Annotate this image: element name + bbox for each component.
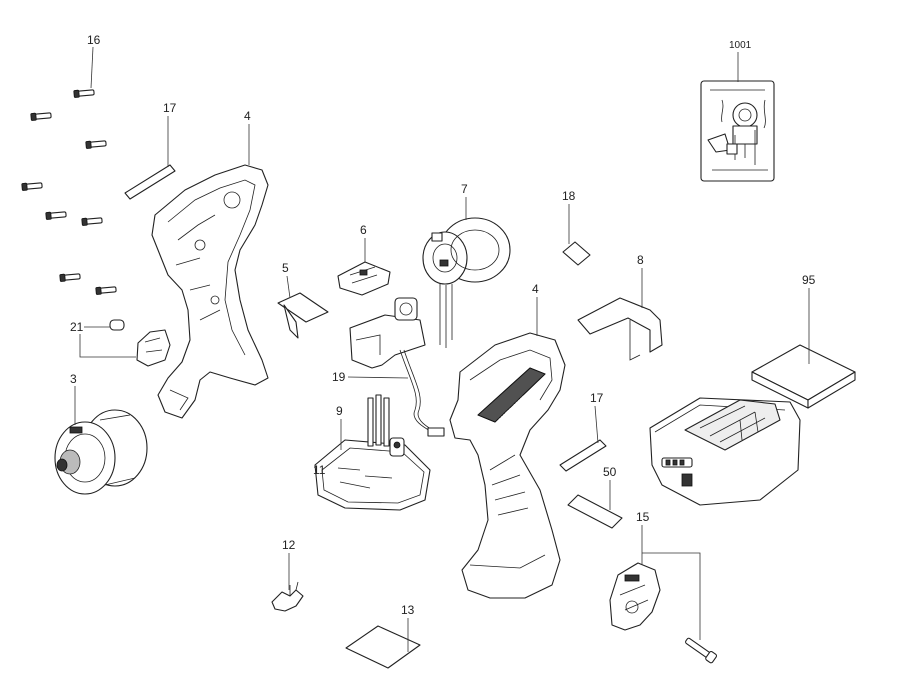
gear-housing-3 (54, 409, 148, 495)
switch-cover-6 (337, 261, 391, 296)
screw (59, 273, 81, 282)
housing-half-right-4: metabo (449, 332, 566, 599)
label-11: 11 (313, 463, 326, 477)
spring-clip-12 (271, 581, 304, 612)
sheet-part-13 (345, 625, 421, 669)
label-4b: 4 (532, 282, 539, 296)
screw (81, 217, 103, 226)
label-19: 19 (332, 370, 346, 384)
label-12: 12 (282, 538, 296, 552)
label-8: 8 (637, 253, 644, 267)
cover-part-95 (751, 344, 856, 409)
label-17b: 17 (590, 391, 604, 405)
screw-part-15 (685, 637, 718, 664)
label-50: 50 (603, 465, 617, 479)
label-plate-17-left (124, 164, 176, 200)
electronics-module-9 (314, 394, 431, 511)
switch-assembly-19 (349, 297, 445, 437)
bracket-part-8 (577, 297, 663, 361)
screw (73, 89, 95, 98)
bracket-part-5 (277, 292, 329, 339)
label-15: 15 (636, 510, 650, 524)
label-3: 3 (70, 372, 77, 386)
housing-half-left-4 (151, 164, 269, 419)
mount-part-21 (109, 319, 171, 367)
detail-box-1001 (700, 80, 775, 182)
screw (45, 211, 67, 220)
screw-set-16 (21, 89, 117, 295)
motor-7 (422, 217, 511, 348)
label-21: 21 (70, 320, 84, 334)
label-13: 13 (401, 603, 415, 617)
battery-pack (649, 397, 801, 506)
screw (95, 286, 117, 295)
label-95: 95 (802, 273, 816, 287)
label-17a: 17 (163, 101, 177, 115)
screw (30, 112, 52, 121)
label-9: 9 (336, 404, 343, 418)
label-18: 18 (562, 189, 576, 203)
screw (85, 140, 107, 149)
label-16: 16 (87, 33, 101, 47)
label-7: 7 (461, 182, 468, 196)
label-6: 6 (360, 223, 367, 237)
label-1001: 1001 (729, 40, 752, 51)
label-5: 5 (282, 261, 289, 275)
belt-clip-15 (609, 562, 661, 631)
pad-part-18 (562, 241, 591, 266)
label-plate-17-right (559, 439, 607, 472)
label-4a: 4 (244, 109, 251, 123)
screw (21, 182, 43, 191)
label-plate-50 (567, 494, 623, 529)
